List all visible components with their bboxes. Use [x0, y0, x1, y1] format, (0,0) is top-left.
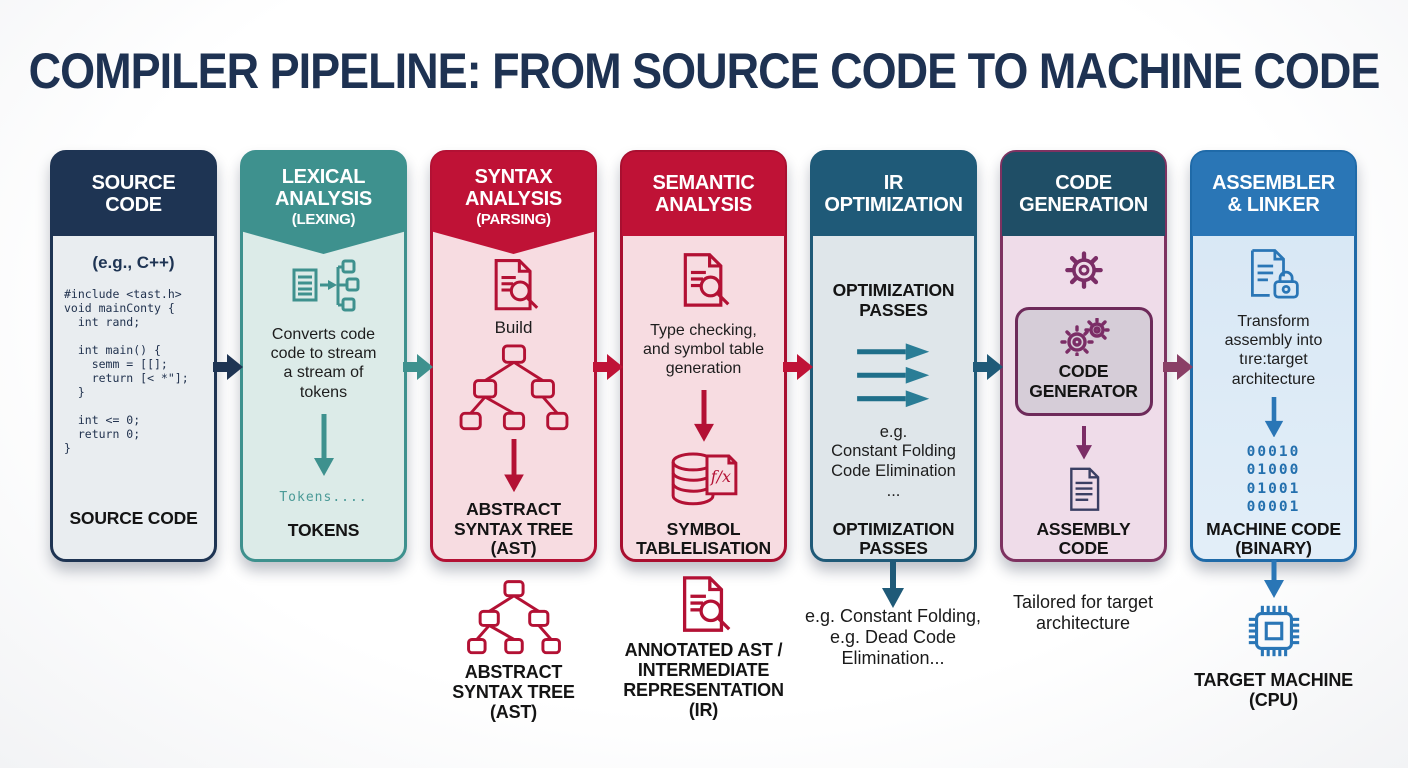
card-code-generation-header: CODE GENERATION [1002, 152, 1165, 236]
machine-code-down-arrow-icon [1263, 560, 1284, 598]
down-arrow-icon [693, 390, 714, 443]
card-syntax-analysis: SYNTAX ANALYSIS (PARSING) Build [430, 150, 597, 562]
semantic-description: Type checking, and symbol table generati… [643, 321, 764, 378]
assembly-document-icon [1069, 467, 1099, 511]
card-code-generation: CODE GENERATION [1000, 150, 1167, 562]
page-title: COMPILER PIPELINE: FROM SOURCE CODE TO M… [28, 42, 1381, 100]
binary-code-text: 00010 01000 01001 00001 [1246, 444, 1301, 515]
card-syntax-analysis-header: SYNTAX ANALYSIS (PARSING) [432, 152, 595, 254]
card-assembler-linker-header: ASSEMBLER & LINKER [1192, 152, 1355, 236]
annotation-ast-label: ABSTRACT SYNTAX TREE (AST) [452, 662, 575, 723]
annotation-opt-examples-text: e.g. Constant Folding, e.g. Dead Code El… [804, 606, 982, 669]
lexical-description: Converts code code to stream a stream of… [270, 326, 377, 401]
optimization-passes-arrows-icon [856, 343, 929, 408]
card-source-code-header: SOURCE CODE [52, 152, 215, 236]
assembler-description: Transform assembly into tıre:target arch… [1224, 313, 1323, 388]
annotated-document-magnifier-icon [682, 576, 730, 632]
fx-glyph: f/x [709, 467, 730, 486]
card-syntax-subtitle: (PARSING) [476, 210, 551, 228]
annotation-tailored-text: Tailored for target architecture [1012, 592, 1154, 634]
card-assembler-linker: ASSEMBLER & LINKER Transform assembly in… [1190, 150, 1357, 562]
card-lexical-title: LEXICAL ANALYSIS [275, 166, 372, 211]
card-semantic-analysis-header: SEMANTIC ANALYSIS [622, 152, 785, 236]
ir-output-down-arrow-icon [882, 562, 904, 608]
down-arrow-icon [1264, 396, 1283, 438]
card-lexical-analysis: LEXICAL ANALYSIS (LEXING) Converts code … [240, 150, 407, 562]
down-arrow-icon [1075, 426, 1092, 460]
annotation-ast: ABSTRACT SYNTAX TREE (AST) [430, 580, 597, 722]
pipeline-arrow-2-icon [403, 354, 433, 380]
source-code-label: SOURCE CODE [69, 508, 198, 529]
cpu-icon [1248, 605, 1299, 657]
card-lexical-subtitle: (LEXING) [291, 210, 356, 228]
card-source-code-title: SOURCE CODE [91, 171, 176, 216]
pipeline-arrow-5-icon [973, 354, 1003, 380]
annotation-annotated-ir: ANNOTATED AST / INTERMEDIATE REPRESENTAT… [612, 574, 795, 721]
pipeline-arrow-4-icon [783, 354, 813, 380]
code-to-tokens-icon [292, 259, 359, 312]
source-language-example: (e.g., C++) [92, 253, 175, 272]
ast-label: ABSTRACT SYNTAX TREE (AST) [453, 499, 574, 559]
card-assembler-title: ASSEMBLER & LINKER [1212, 171, 1335, 216]
symbol-table-database-icon: f/x [671, 452, 737, 506]
card-lexical-analysis-header: LEXICAL ANALYSIS (LEXING) [242, 152, 405, 254]
card-syntax-title: SYNTAX ANALYSIS [465, 166, 562, 211]
tokens-label: TOKENS [287, 519, 360, 540]
pipeline-arrow-6-icon [1163, 354, 1193, 380]
code-generator-label: CODE GENERATOR [1029, 361, 1138, 401]
syntax-description: Build [494, 318, 533, 338]
down-arrow-icon [313, 413, 334, 476]
document-magnifier-icon [683, 253, 729, 307]
annotation-annotated-ir-label: ANNOTATED AST / INTERMEDIATE REPRESENTAT… [623, 640, 784, 721]
syntax-tree-icon [459, 344, 568, 431]
gear-icon [1064, 251, 1103, 289]
double-gear-icon [1059, 318, 1110, 357]
card-ir-optimization: IR OPTIMIZATION OPTIMIZATION PASSES e.g.… [810, 150, 977, 562]
card-semantic-title: SEMANTIC ANALYSIS [652, 171, 755, 216]
document-magnifier-icon [494, 259, 538, 311]
card-codegen-title: CODE GENERATION [1019, 171, 1148, 216]
card-ir-title: IR OPTIMIZATION [824, 171, 963, 216]
annotation-opt-examples: e.g. Constant Folding, e.g. Dead Code El… [787, 606, 999, 670]
pipeline-arrow-1-icon [213, 354, 243, 380]
optimization-passes-top-label: OPTIMIZATION PASSES [832, 280, 955, 320]
card-semantic-analysis: SEMANTIC ANALYSIS Type checking, and sym… [620, 150, 787, 562]
pipeline-arrow-3-icon [593, 354, 623, 380]
document-lock-icon [1250, 249, 1299, 299]
assembly-code-label: ASSEMBLY CODE [1036, 518, 1131, 559]
tokens-stream-text: Tokens.... [279, 489, 368, 505]
annotation-tailored: Tailored for target architecture [985, 592, 1181, 634]
ir-examples-text: e.g. Constant Folding Code Elimination .… [831, 422, 956, 501]
annotation-target-machine: TARGET MACHINE (CPU) [1190, 560, 1357, 710]
machine-code-label: MACHINE CODE (BINARY) [1206, 518, 1341, 559]
symbol-table-label: SYMBOL TABLELISATION [636, 518, 771, 559]
card-source-code: SOURCE CODE (e.g., C++) #include <tast.h… [50, 150, 217, 562]
card-ir-optimization-header: IR OPTIMIZATION [812, 152, 975, 236]
optimization-passes-bottom-label: OPTIMIZATION PASSES [832, 518, 955, 559]
annotation-target-machine-label: TARGET MACHINE (CPU) [1194, 670, 1353, 711]
code-generator-box: CODE GENERATOR [1014, 307, 1153, 417]
source-code-snippet: #include <tast.h> void mainConty { int r… [64, 287, 189, 456]
ast-tree-icon [466, 580, 561, 655]
down-arrow-icon [503, 439, 524, 493]
